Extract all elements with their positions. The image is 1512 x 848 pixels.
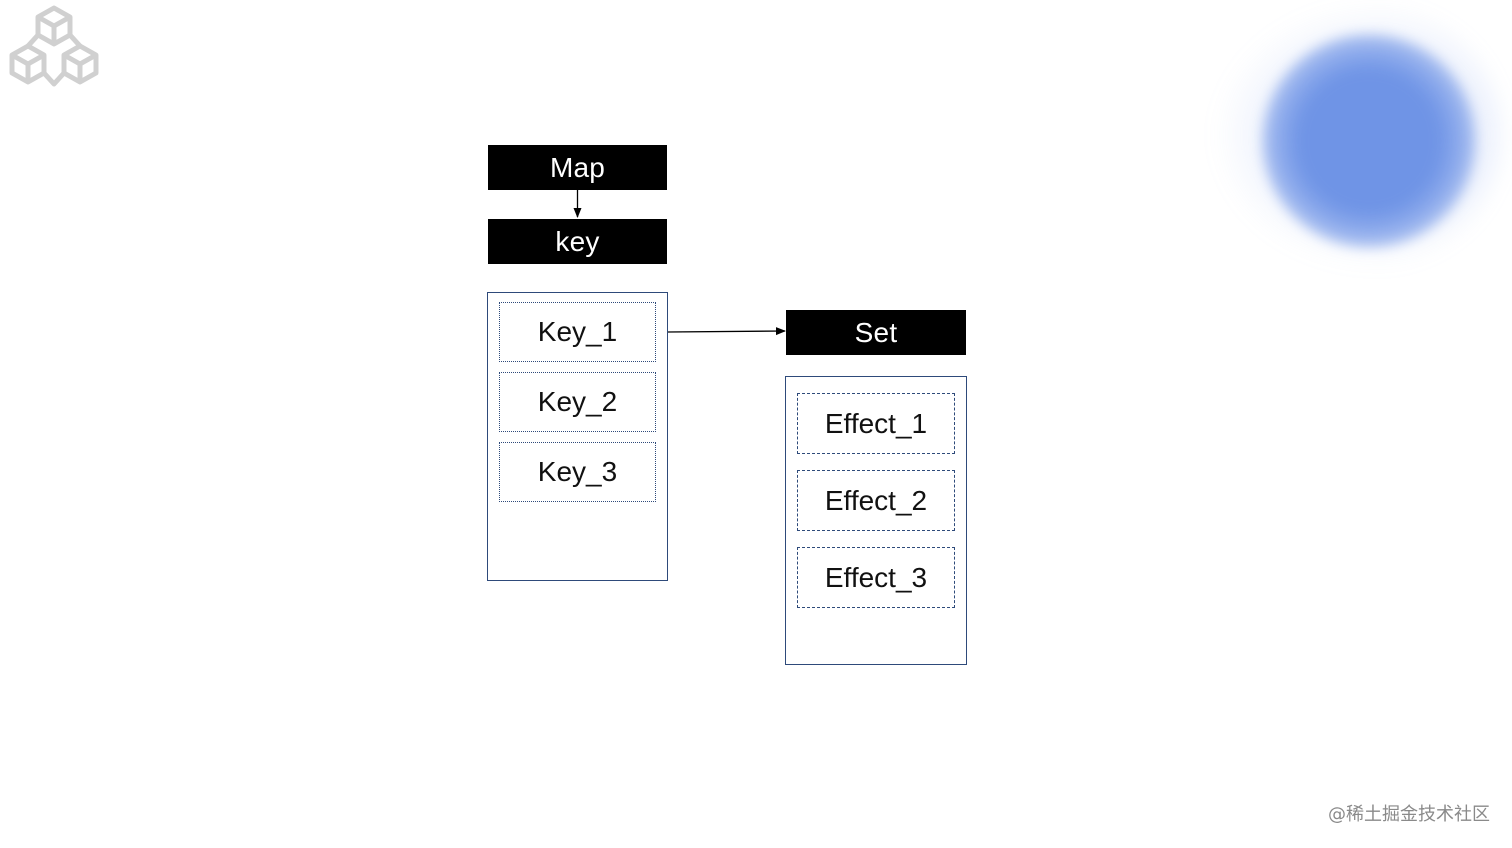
set-label: Set bbox=[854, 316, 898, 348]
watermark: @稀土掘金技术社区 bbox=[1328, 804, 1490, 825]
effect-item-1: Effect_1 bbox=[797, 393, 955, 454]
key-label: key bbox=[555, 225, 600, 257]
effect-item-2: Effect_2 bbox=[797, 470, 955, 531]
effect-item-label: Effect_2 bbox=[824, 484, 928, 516]
cubes-logo-icon bbox=[9, 5, 99, 87]
set-box: Set bbox=[786, 310, 966, 355]
blue-blur-decoration bbox=[1262, 34, 1476, 248]
map-label: Map bbox=[549, 151, 606, 183]
key-item-2: Key_2 bbox=[499, 372, 656, 432]
effect-item-label: Effect_1 bbox=[824, 407, 928, 439]
key-item-1: Key_1 bbox=[499, 302, 656, 362]
key-item-label: Key_1 bbox=[537, 316, 618, 347]
effect-item-label: Effect_3 bbox=[824, 561, 928, 593]
key-item-label: Key_2 bbox=[537, 386, 618, 417]
key-to-set-arrow bbox=[667, 327, 786, 336]
effects-container bbox=[785, 376, 967, 665]
key-box: key bbox=[488, 219, 667, 264]
key-item-3: Key_3 bbox=[499, 442, 656, 502]
effect-item-3: Effect_3 bbox=[797, 547, 955, 608]
key-item-label: Key_3 bbox=[537, 456, 618, 487]
keys-container bbox=[487, 292, 668, 581]
map-box: Map bbox=[488, 145, 667, 190]
